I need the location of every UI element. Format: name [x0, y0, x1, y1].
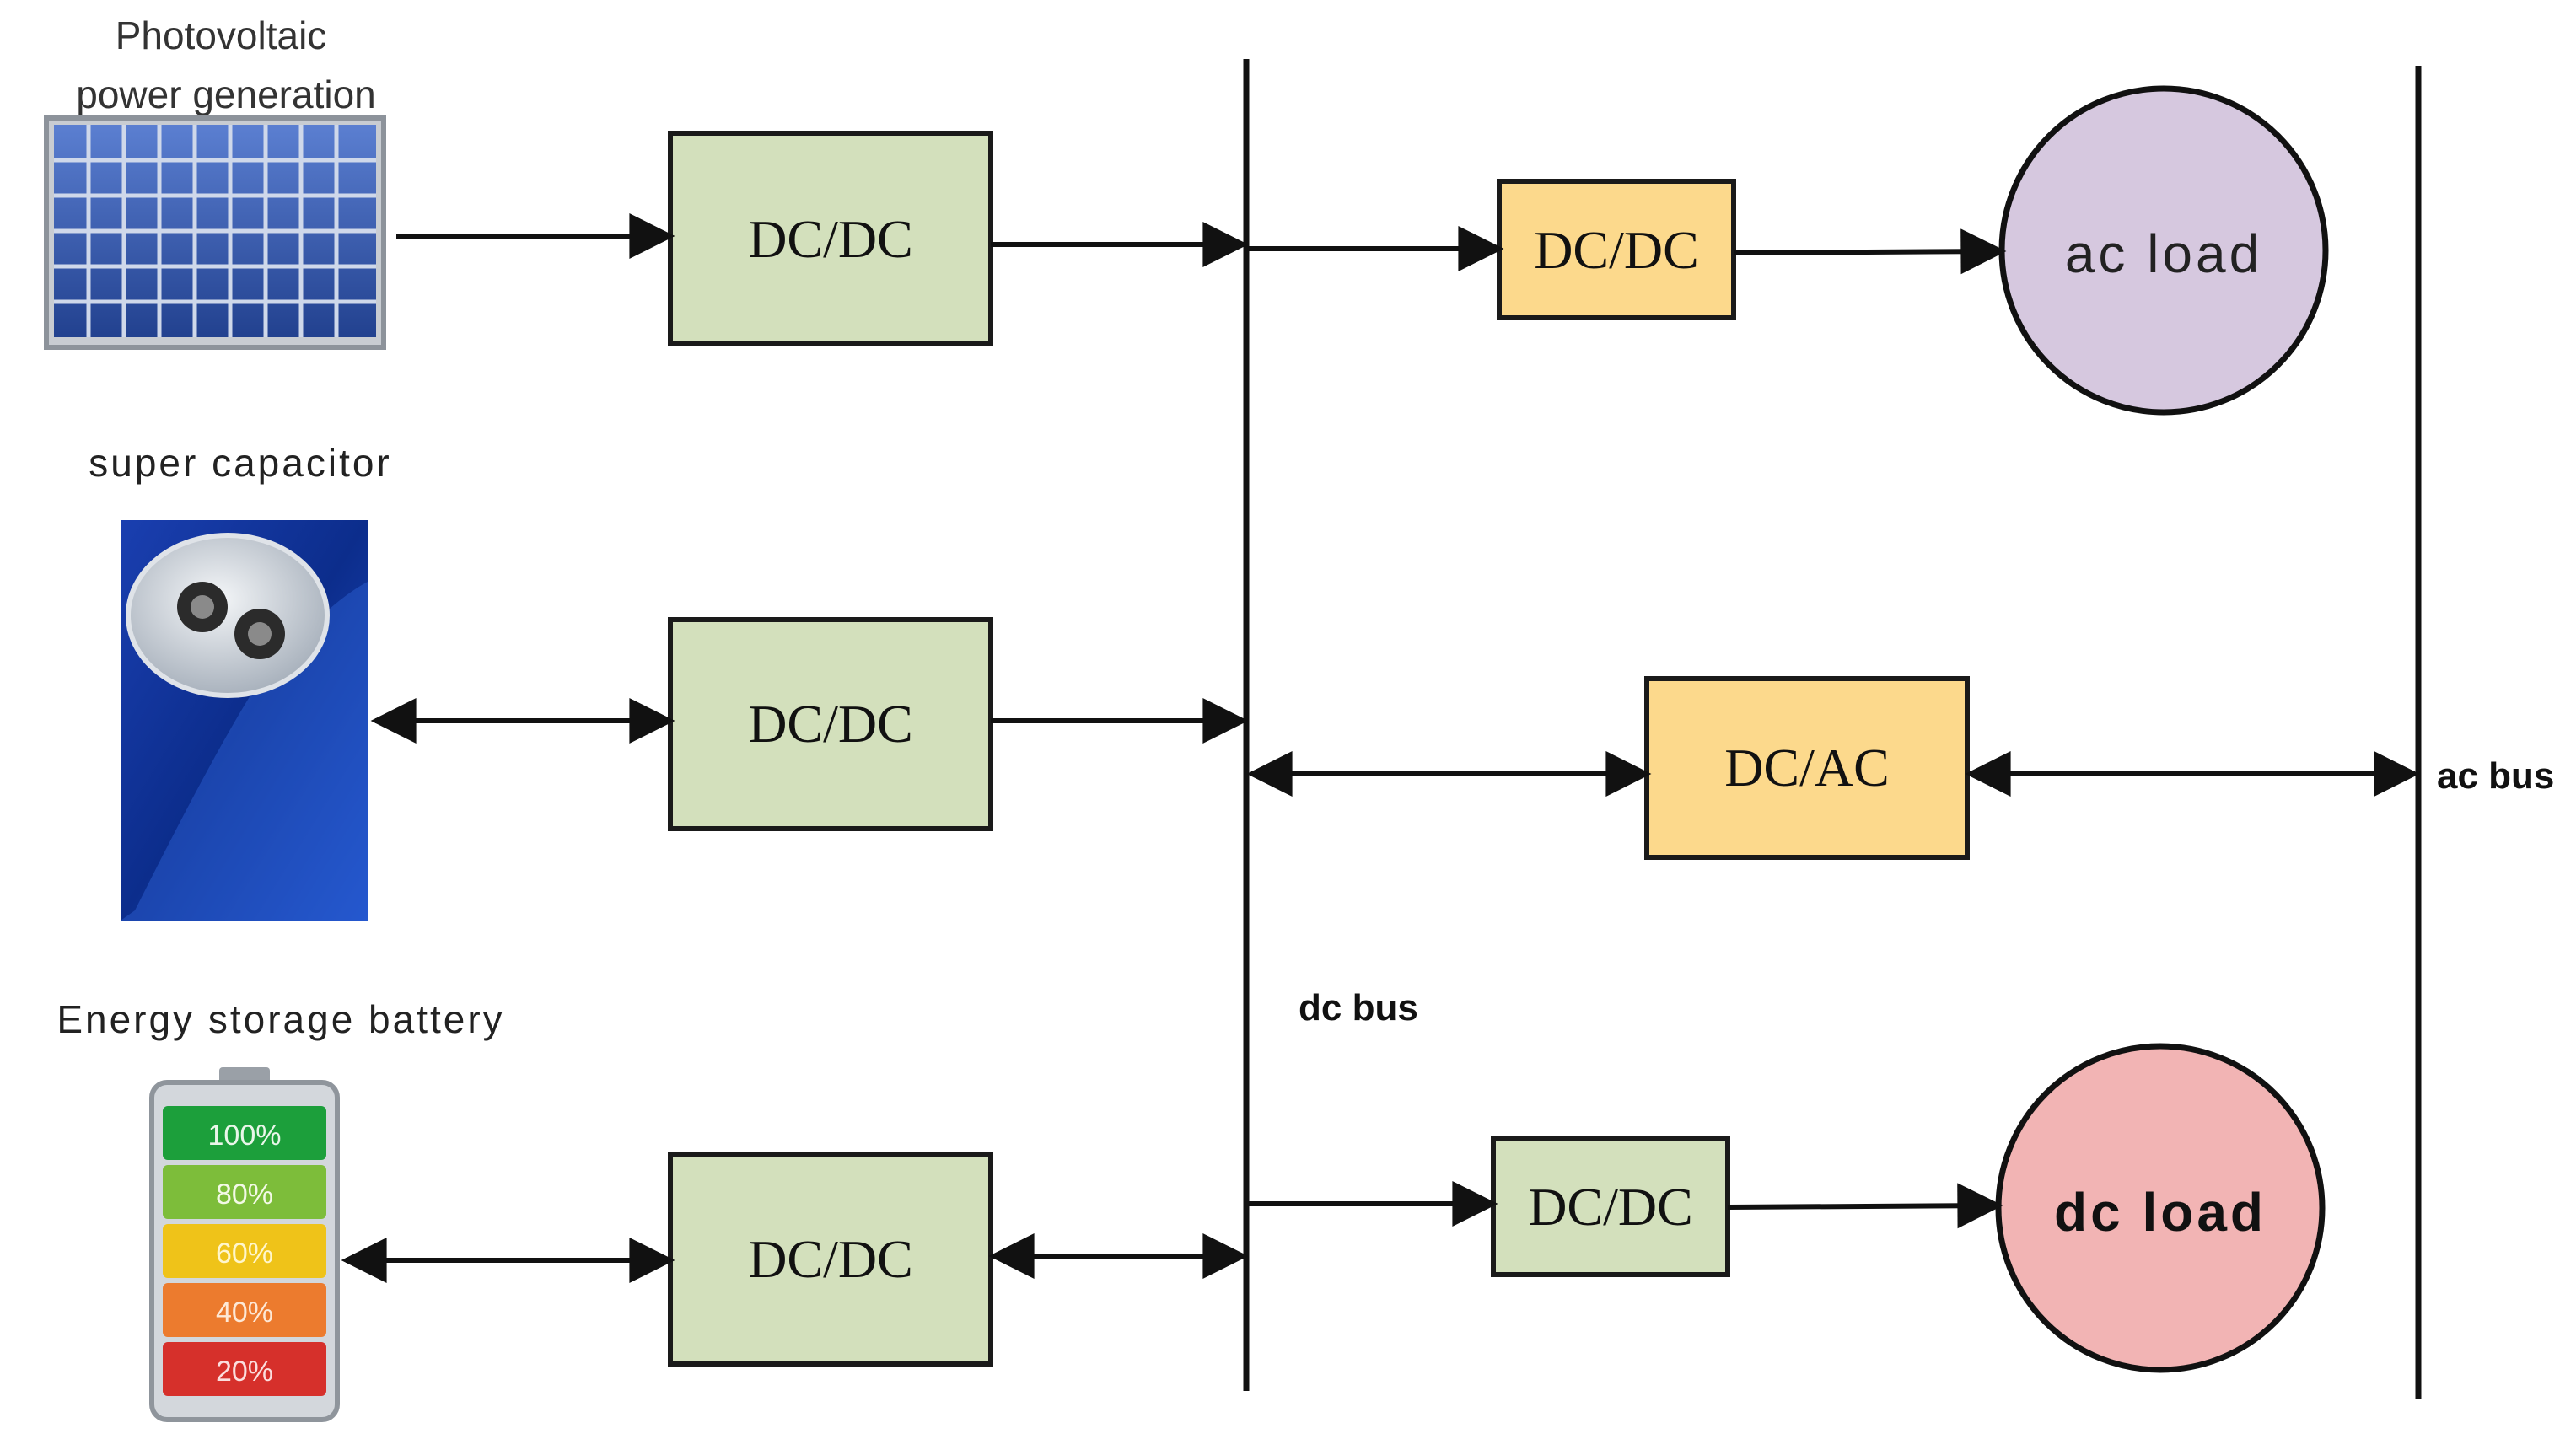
dc-load-label: dc load: [2054, 1182, 2267, 1243]
battery-level-100: 100%: [208, 1120, 282, 1152]
pv-label-line1: Photovoltaic: [116, 13, 327, 57]
battery-level-60: 60%: [216, 1238, 273, 1270]
ac-load-label: ac load: [2065, 223, 2262, 284]
battery-icon: [149, 1067, 340, 1422]
pv-dcdc-converter: DC/DC: [668, 131, 993, 346]
acload-dcdc-label: DC/DC: [1534, 220, 1699, 280]
battery-label: Energy storage battery: [56, 997, 504, 1041]
battery-level-80: 80%: [216, 1179, 273, 1211]
arrow-dcdc-to-ac-load: [1733, 228, 2007, 275]
pv-dcdc-label: DC/DC: [748, 209, 913, 269]
dc-load-node: dc load: [1995, 1043, 2326, 1373]
ac-bus-label: ac bus: [2437, 755, 2554, 797]
dcload-dcdc-converter: DC/DC: [1491, 1136, 1730, 1277]
dcload-dcdc-label: DC/DC: [1528, 1177, 1693, 1237]
super-capacitor-icon: [121, 520, 368, 921]
supercap-dcdc-label: DC/DC: [748, 694, 913, 754]
dc-bus-label: dc bus: [1299, 987, 1418, 1028]
battery-level-40: 40%: [216, 1297, 273, 1329]
pv-label-line2: power generation: [76, 72, 375, 116]
dcac-inverter: DC/AC: [1644, 676, 1970, 860]
battery-level-20: 20%: [216, 1356, 273, 1388]
acload-dcdc-converter: DC/DC: [1497, 179, 1736, 320]
battery-dcdc-label: DC/DC: [748, 1229, 913, 1289]
battery-dcdc-converter: DC/DC: [668, 1152, 993, 1367]
arrow-dcdc-to-dc-load: [1727, 1183, 2003, 1229]
solar-panel-icon: [44, 115, 386, 350]
ac-load-node: ac load: [1998, 85, 2329, 416]
supercap-dcdc-converter: DC/DC: [668, 617, 993, 831]
supercap-label: super capacitor: [89, 441, 392, 485]
dcac-label: DC/AC: [1724, 738, 1890, 797]
